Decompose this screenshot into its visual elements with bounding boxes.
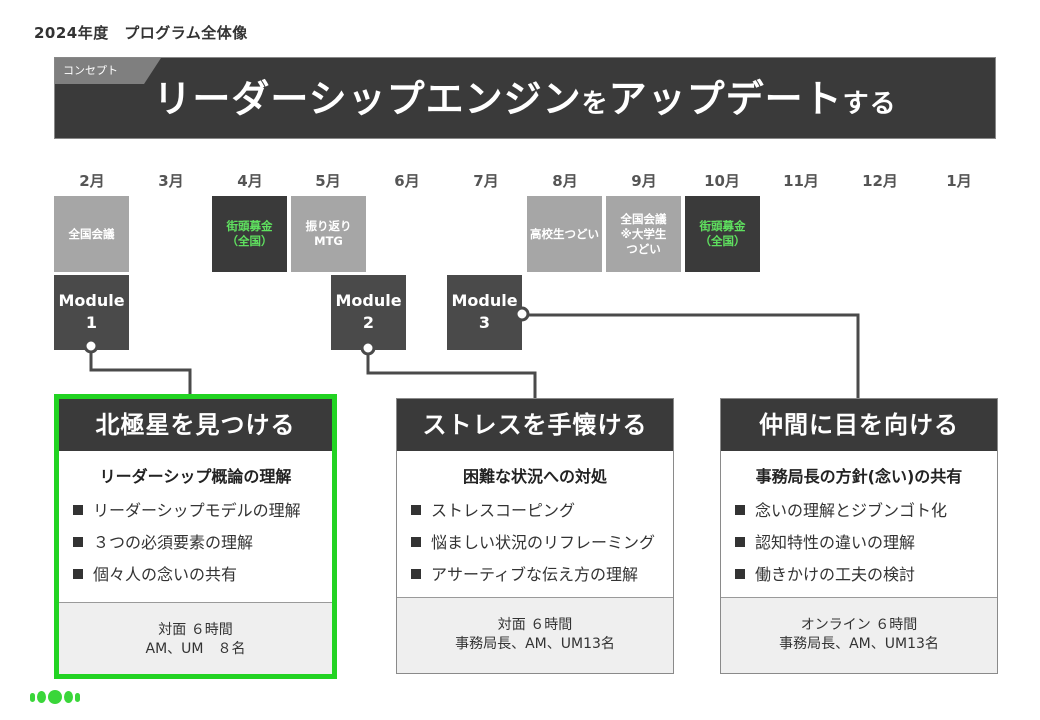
bullet-square-icon: [73, 505, 83, 515]
bullet-square-icon: [411, 537, 421, 547]
month-label: 7月: [473, 172, 499, 190]
month-label: 6月: [394, 172, 420, 190]
list-item: リーダーシップモデルの理解: [73, 495, 332, 527]
month-label: 9月: [631, 172, 657, 190]
card-subtitle: 事務局長の方針(念い)の共有: [755, 467, 963, 486]
logo-dot: [64, 691, 73, 703]
card-item-list: リーダーシップモデルの理解 ３つの必須要素の理解 個々人の念いの共有: [59, 495, 332, 591]
list-item: ３つの必須要素の理解: [73, 527, 332, 559]
list-item: 念いの理解とジブンゴト化: [735, 495, 997, 527]
bullet-square-icon: [735, 537, 745, 547]
card-subtitle: リーダーシップ概論の理解: [99, 467, 292, 486]
bullet-square-icon: [411, 569, 421, 579]
card-item-list: ストレスコーピング 悩ましい状況のリフレーミング アサーティブな伝え方の理解: [397, 495, 673, 591]
concept-tag: コンセプト: [55, 58, 161, 84]
month-label: 2月: [79, 172, 105, 190]
event-high-school-gathering: 高校生つどい: [527, 196, 602, 272]
card-footer: オンライン ６時間 事務局長、AM、UM13名: [721, 597, 997, 673]
card-title: 仲間に目を向ける: [721, 399, 997, 451]
dots-logo-icon: [30, 690, 80, 704]
module-1-card: 北極星を見つける リーダーシップ概論の理解 リーダーシップモデルの理解 ３つの必…: [54, 394, 337, 679]
concept-title: リーダーシップエンジンをアップデートする: [55, 74, 995, 129]
event-national-meeting: 全国会議: [54, 196, 129, 272]
concept-title-part2: を: [581, 89, 609, 119]
connector-line-2: [366, 348, 537, 398]
list-item: 働きかけの工夫の検討: [735, 559, 997, 591]
connector-line-3: [522, 313, 860, 398]
concept-title-part4: する: [842, 89, 897, 119]
month-label: 3月: [158, 172, 184, 190]
concept-title-part1: リーダーシップエンジン: [153, 77, 582, 121]
month-label: 10月: [704, 172, 740, 190]
module-3-card: 仲間に目を向ける 事務局長の方針(念い)の共有 念いの理解とジブンゴト化 認知特…: [720, 398, 998, 674]
list-item: 個々人の念いの共有: [73, 559, 332, 591]
module-1-box: Module 1: [54, 275, 129, 350]
module-3-box: Module 3: [447, 275, 522, 350]
month-label: 4月: [237, 172, 263, 190]
month-label: 5月: [315, 172, 341, 190]
card-subtitle: 困難な状況への対処: [462, 467, 607, 486]
bullet-square-icon: [735, 505, 745, 515]
list-item: ストレスコーピング: [411, 495, 673, 527]
event-street-fundraising: 街頭募金 （全国）: [212, 196, 287, 272]
card-footer: 対面 ６時間 事務局長、AM、UM13名: [397, 597, 673, 673]
card-title: ストレスを手懐ける: [397, 399, 673, 451]
logo-dot: [75, 692, 80, 702]
month-label: 12月: [862, 172, 898, 190]
bullet-square-icon: [735, 569, 745, 579]
page-title: 2024年度 プログラム全体像: [34, 24, 248, 42]
module-2-box: Module 2: [331, 275, 406, 350]
list-item: 悩ましい状況のリフレーミング: [411, 527, 673, 559]
event-street-fundraising: 街頭募金 （全国）: [685, 196, 760, 272]
event-review-mtg: 振り返り MTG: [291, 196, 366, 272]
logo-dot: [30, 692, 35, 702]
bullet-square-icon: [73, 537, 83, 547]
card-title: 北極星を見つける: [59, 399, 332, 451]
module-2-card: ストレスを手懐ける 困難な状況への対処 ストレスコーピング 悩ましい状況のリフレ…: [396, 398, 674, 674]
concept-banner: コンセプト リーダーシップエンジンをアップデートする: [54, 57, 996, 139]
list-item: 認知特性の違いの理解: [735, 527, 997, 559]
month-label: 1月: [946, 172, 972, 190]
list-item: アサーティブな伝え方の理解: [411, 559, 673, 591]
concept-title-part3: アップデート: [608, 77, 843, 121]
card-item-list: 念いの理解とジブンゴト化 認知特性の違いの理解 働きかけの工夫の検討: [721, 495, 997, 591]
month-label: 8月: [552, 172, 578, 190]
connector-line-1: [89, 346, 192, 398]
bullet-square-icon: [73, 569, 83, 579]
bullet-square-icon: [411, 505, 421, 515]
logo-dot: [37, 691, 46, 703]
month-label: 11月: [783, 172, 819, 190]
event-national-meeting-university: 全国会議 ※大学生 つどい: [606, 196, 681, 272]
card-footer: 対面 ６時間 AM、UM ８名: [59, 602, 332, 674]
logo-dot: [48, 690, 62, 704]
